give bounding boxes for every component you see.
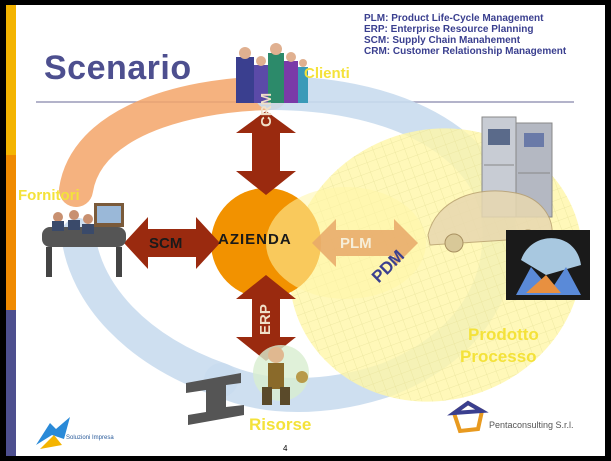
sidebar-bottom-bar bbox=[6, 310, 16, 456]
legend-scm: SCM: Supply Chain Manahement bbox=[364, 35, 521, 46]
slide: PLM: Product Life-Cycle Management ERP: … bbox=[6, 5, 605, 456]
erp-arrow bbox=[236, 275, 296, 361]
sidebar-middle-bar bbox=[6, 155, 16, 310]
ring-arc-orange bbox=[59, 76, 288, 207]
fornitori-meeting-icon bbox=[42, 203, 126, 277]
soluzioni-impresa-logo bbox=[36, 417, 70, 449]
page-title: Scenario bbox=[44, 49, 192, 87]
crm-arrow bbox=[236, 111, 296, 195]
pentaconsulting-logo bbox=[447, 400, 489, 434]
product-shapes-icon bbox=[506, 230, 590, 300]
clienti-label: Clienti bbox=[304, 65, 350, 82]
processo-label: Processo bbox=[460, 347, 537, 366]
fornitori-label: Fornitori bbox=[18, 187, 80, 204]
acronym-legend: PLM: Product Life-Cycle Management ERP: … bbox=[364, 13, 599, 57]
azienda-label: AZIENDA bbox=[218, 231, 292, 248]
crm-label: CRM bbox=[258, 92, 275, 127]
erp-label: ERP bbox=[257, 304, 274, 335]
risorse-label: Risorse bbox=[249, 415, 312, 434]
legend-plm: PLM: Product Life-Cycle Management bbox=[364, 13, 544, 24]
sidebar-top-bar bbox=[6, 5, 16, 155]
company-name: Pentaconsulting S.r.l. bbox=[489, 420, 574, 430]
legend-crm: CRM: Customer Relationship Management bbox=[364, 46, 567, 57]
risorse-beam-icon bbox=[186, 345, 309, 425]
legend-erp: ERP: Enterprise Resource Planning bbox=[364, 24, 534, 35]
scm-label: SCM bbox=[149, 235, 183, 252]
plm-arrow bbox=[312, 219, 418, 267]
plm-label: PLM bbox=[340, 235, 372, 252]
clienti-people-icon bbox=[236, 43, 308, 103]
diagram-canvas bbox=[6, 5, 590, 456]
prodotto-label: Prodotto bbox=[468, 325, 539, 344]
left-logo-text: Soluzioni Impresa bbox=[66, 435, 114, 441]
scm-arrow bbox=[124, 217, 220, 269]
ring-arc-blue-left bbox=[61, 218, 238, 397]
page-number: 4 bbox=[283, 444, 288, 453]
